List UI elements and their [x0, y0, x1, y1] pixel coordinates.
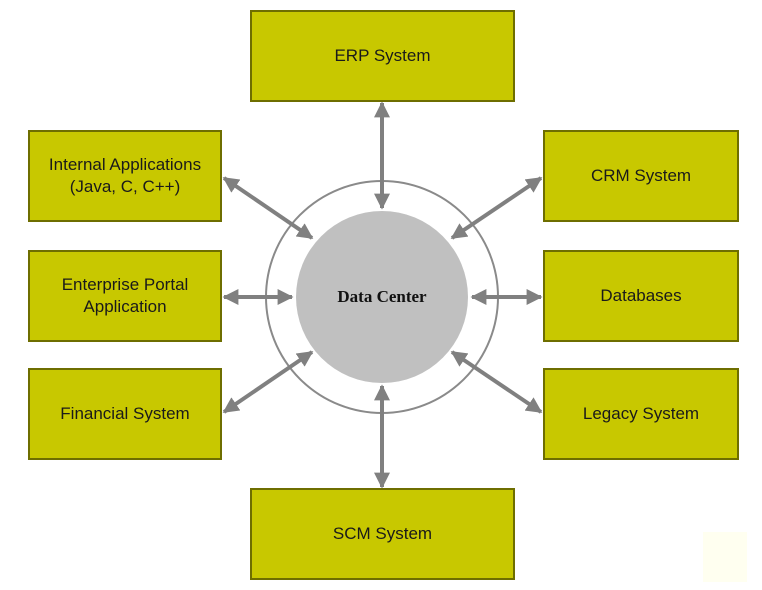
- data-center-label: Data Center: [337, 287, 427, 306]
- data-center-hub: [296, 211, 468, 383]
- crm-system-box: CRM System: [543, 130, 739, 222]
- financial-system-box: Financial System: [28, 368, 222, 460]
- enterprise-portal-box: Enterprise Portal Application: [28, 250, 222, 342]
- scm-system-label: SCM System: [332, 524, 433, 543]
- erp-system-box: ERP System: [250, 10, 515, 102]
- crm-system-label: CRM System: [590, 166, 692, 185]
- arrow-internal-apps: [222, 176, 314, 240]
- erp-system-label: ERP System: [334, 46, 431, 65]
- arrow-legacy: [450, 350, 543, 414]
- financial-system-label: Financial System: [60, 404, 190, 423]
- databases-label: Databases: [600, 286, 682, 305]
- internal-applications-label: Internal Applications (Java, C, C++): [48, 155, 202, 196]
- legacy-system-label: Legacy System: [582, 404, 700, 423]
- databases-box: Databases: [543, 250, 739, 342]
- corner-decoration: [703, 532, 747, 582]
- legacy-system-box: Legacy System: [543, 368, 739, 460]
- arrow-crm: [450, 176, 543, 240]
- enterprise-portal-label: Enterprise Portal Application: [61, 275, 189, 316]
- internal-applications-box: Internal Applications (Java, C, C++): [28, 130, 222, 222]
- scm-system-box: SCM System: [250, 488, 515, 580]
- arrow-financial: [222, 350, 314, 414]
